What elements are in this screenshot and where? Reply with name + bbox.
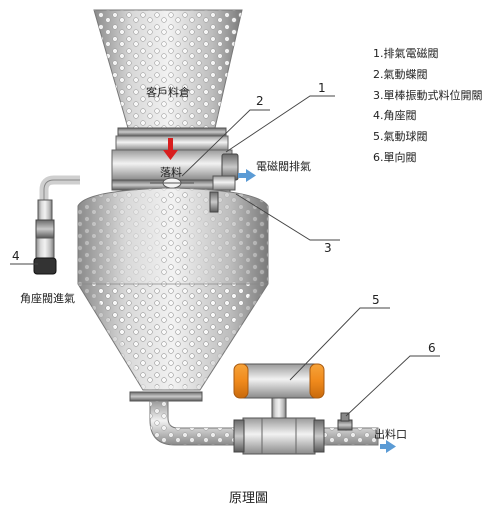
feed-vessel — [77, 187, 269, 391]
label-angle-valve-inlet: 角座閥進氣 — [20, 291, 75, 305]
exhaust-arrow — [238, 169, 256, 182]
customer-silo — [93, 9, 243, 129]
callout-2: 2 — [256, 94, 264, 108]
label-solenoid-exhaust: 電磁閥排氣 — [256, 159, 311, 173]
leader-3 — [235, 193, 340, 241]
level-switch-probe — [209, 191, 219, 213]
callout-1: 1 — [318, 81, 326, 95]
callout-6: 6 — [428, 341, 436, 355]
leader-5 — [289, 307, 390, 381]
discharge-arrow — [163, 138, 178, 160]
label-outlet: 出料口 — [374, 427, 407, 441]
diagram-caption: 原理圖 — [229, 491, 268, 506]
leader-2 — [181, 109, 270, 177]
callout-3: 3 — [324, 241, 332, 255]
leader-6 — [345, 355, 440, 417]
leader-lines — [10, 95, 440, 417]
callout-5: 5 — [372, 293, 380, 307]
outlet-arrow — [380, 440, 396, 453]
legend-item: 5.氣動球閥 — [373, 130, 428, 144]
leader-1 — [225, 95, 335, 153]
legend: 1.排氣電磁閥 2.氣動蝶閥 3.單棒振動式料位開關 4.角座閥 5.氣動球閥 … — [373, 44, 483, 169]
label-customer-silo: 客戶料倉 — [146, 85, 190, 99]
legend-item: 4.角座閥 — [373, 109, 417, 123]
legend-item: 6.單向閥 — [373, 150, 417, 164]
legend-item: 3.單棒振動式料位開關 — [373, 88, 483, 102]
pneumatic-ball-valve — [233, 363, 325, 455]
callout-4: 4 — [12, 249, 20, 263]
bottom-flange — [129, 391, 203, 402]
label-discharge: 落料 — [160, 165, 182, 179]
check-valve — [337, 412, 353, 431]
legend-item: 1.排氣電磁閥 — [373, 47, 439, 60]
legend-item: 2.氣動蝶閥 — [373, 67, 428, 81]
angle-seat-valve — [33, 175, 80, 275]
